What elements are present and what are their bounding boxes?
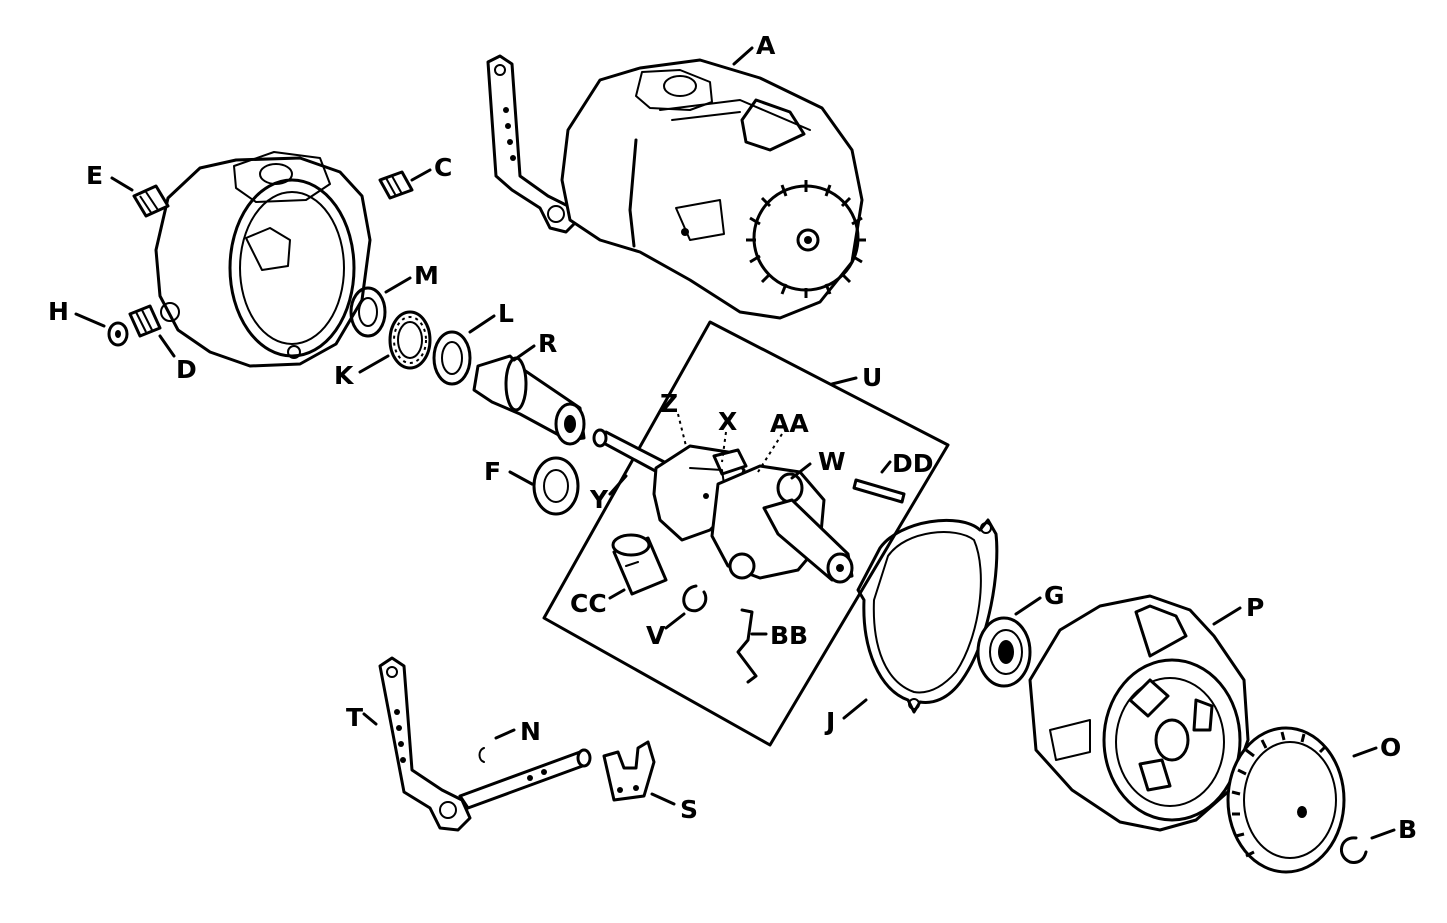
label-x: X (718, 407, 737, 436)
label-k: K (334, 361, 355, 390)
part-v-clip (682, 584, 708, 613)
part-k-thrust-bearing (388, 310, 432, 370)
label-d: D (176, 355, 197, 384)
label-n: N (520, 717, 541, 746)
label-b: B (1398, 815, 1417, 844)
label-z: Z (660, 389, 678, 418)
label-g: G (1044, 581, 1065, 610)
label-v: V (646, 621, 666, 650)
part-labels: A E C H D M K L R U Z X AA W DD F Y CC V… (48, 31, 1417, 844)
label-l: L (498, 299, 514, 328)
part-c-needle-bearing (378, 170, 414, 200)
label-a: A (756, 31, 776, 60)
label-h: H (48, 297, 69, 326)
label-y: Y (589, 485, 609, 514)
label-s: S (680, 795, 698, 824)
part-m-washer (349, 286, 387, 338)
label-aa: AA (770, 409, 809, 438)
part-b-clip (1340, 836, 1368, 864)
part-a-gear-teeth (746, 180, 866, 298)
label-dd: DD (892, 449, 934, 478)
part-n-shaft (458, 747, 592, 810)
leader-lines (74, 46, 1396, 840)
part-p-housing (1028, 594, 1250, 832)
label-e: E (86, 161, 103, 190)
label-o: O (1380, 733, 1401, 762)
label-p: P (1246, 593, 1264, 622)
part-bb-spring (736, 608, 758, 684)
part-l-washer (432, 330, 472, 386)
part-r-sleeve (472, 354, 586, 446)
label-c: C (434, 153, 452, 182)
label-u: U (862, 363, 882, 392)
label-m: M (414, 261, 439, 290)
part-j-gasket (856, 518, 999, 714)
label-f: F (484, 457, 501, 486)
part-h-washer (107, 321, 129, 347)
label-t: T (346, 703, 363, 732)
label-j: J (824, 707, 835, 736)
part-o-gear (1226, 726, 1346, 874)
part-g-ball-bearing (976, 616, 1032, 688)
part-f-washer (532, 456, 580, 516)
label-w: W (818, 447, 846, 476)
part-d-needle-bearing (128, 304, 162, 338)
part-t-lever (378, 656, 472, 832)
part-a-pump-assembly (486, 54, 866, 320)
left-housing (154, 151, 372, 368)
part-cc-bushing (611, 533, 668, 596)
part-u-kit-frame (542, 320, 950, 747)
label-r: R (538, 329, 557, 358)
part-dd-pin (852, 478, 906, 504)
rotor-shaft-assembly (592, 428, 854, 584)
label-bb: BB (770, 621, 808, 650)
part-s-fork (602, 740, 656, 802)
part-e-needle-bearing (132, 184, 170, 218)
label-cc: CC (570, 589, 607, 618)
